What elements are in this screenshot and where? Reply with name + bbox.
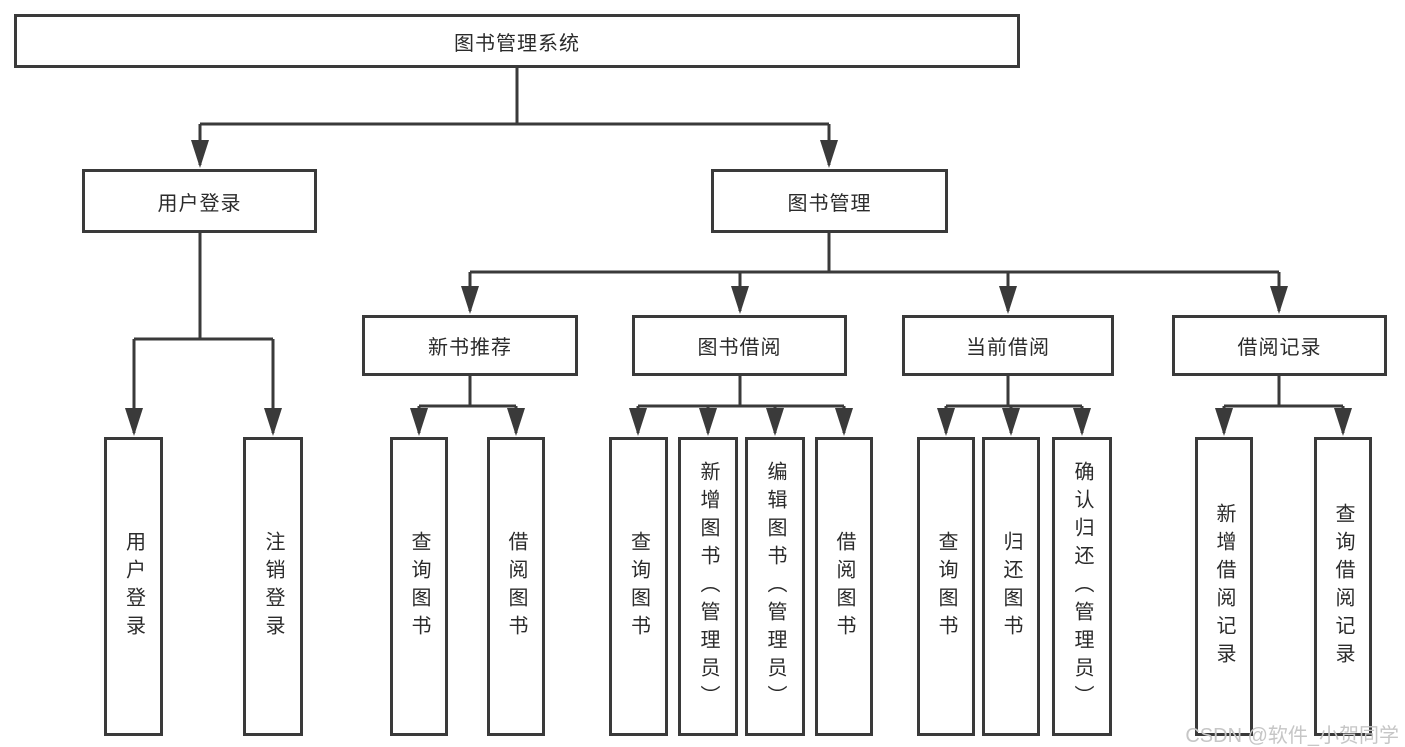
leaf-current-return: 归还图书 — [982, 437, 1040, 736]
node-book-management-label: 图书管理 — [787, 192, 872, 215]
arrowheads — [125, 140, 1352, 436]
node-borrow-records-label: 借阅记录 — [1237, 337, 1322, 359]
leaf-logout-label: 注销登录 — [262, 530, 284, 643]
leaf-borrow-add-admin-label: 新增图书（管理员） — [697, 460, 719, 713]
leaf-borrow-book-label: 借阅图书 — [833, 530, 855, 643]
leaf-newbooks-query-label: 查询图书 — [408, 530, 430, 643]
watermark: CSDN @软件_小贺同学 — [1185, 725, 1399, 747]
leaf-newbooks-query: 查询图书 — [390, 437, 448, 736]
leaf-borrow-book: 借阅图书 — [815, 437, 873, 736]
node-borrow-records: 借阅记录 — [1172, 315, 1387, 376]
leaf-current-query: 查询图书 — [917, 437, 975, 736]
node-current-borrow-label: 当前借阅 — [966, 337, 1050, 359]
node-user-login-label: 用户登录 — [157, 192, 242, 215]
node-new-book-recommend: 新书推荐 — [362, 315, 578, 376]
node-book-borrow: 图书借阅 — [632, 315, 847, 376]
node-book-borrow-label: 图书借阅 — [697, 337, 782, 359]
leaf-records-query: 查询借阅记录 — [1314, 437, 1372, 736]
leaf-borrow-query-label: 查询图书 — [627, 530, 650, 643]
leaf-user-login: 用户登录 — [104, 437, 163, 736]
node-user-login: 用户登录 — [82, 169, 317, 233]
node-new-book-recommend-label: 新书推荐 — [428, 337, 512, 359]
node-current-borrow: 当前借阅 — [902, 315, 1114, 376]
leaf-borrow-query: 查询图书 — [609, 437, 668, 736]
leaf-records-add-label: 新增借阅记录 — [1213, 502, 1235, 671]
leaf-current-confirm-admin-label: 确认归还（管理员） — [1071, 460, 1093, 713]
leaf-borrow-add-admin: 新增图书（管理员） — [678, 437, 738, 736]
leaf-current-return-label: 归还图书 — [1000, 530, 1022, 643]
leaf-borrow-edit-admin: 编辑图书（管理员） — [745, 437, 805, 736]
leaf-records-query-label: 查询借阅记录 — [1332, 502, 1354, 671]
leaf-records-add: 新增借阅记录 — [1195, 437, 1253, 736]
leaf-logout: 注销登录 — [243, 437, 303, 736]
node-root: 图书管理系统 — [14, 14, 1020, 68]
leaf-current-confirm-admin: 确认归还（管理员） — [1052, 437, 1112, 736]
leaf-newbooks-borrow-label: 借阅图书 — [505, 530, 527, 643]
node-book-management: 图书管理 — [711, 169, 948, 233]
leaf-current-query-label: 查询图书 — [935, 530, 957, 643]
node-root-label: 图书管理系统 — [454, 32, 580, 55]
leaf-borrow-edit-admin-label: 编辑图书（管理员） — [764, 460, 786, 713]
leaf-newbooks-borrow: 借阅图书 — [487, 437, 545, 736]
leaf-user-login-label: 用户登录 — [122, 530, 145, 643]
